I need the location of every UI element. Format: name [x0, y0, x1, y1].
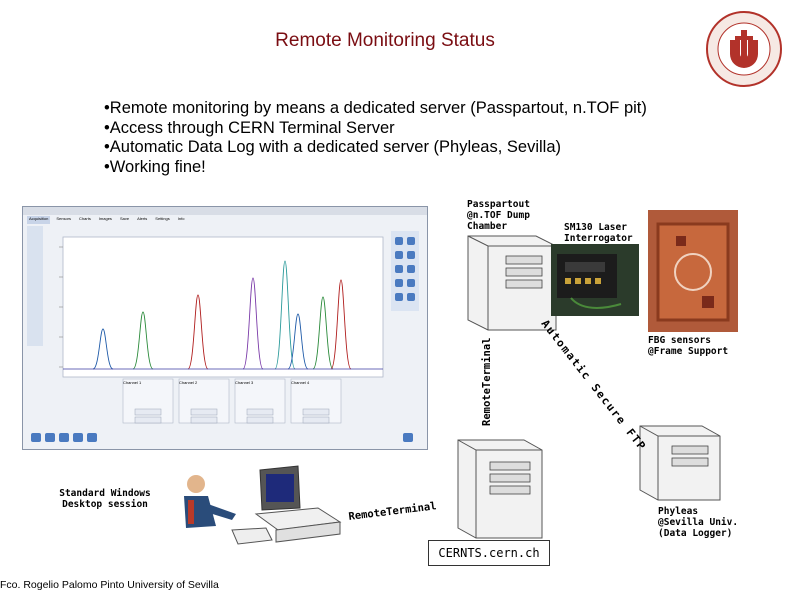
cernts-label-box: CERNTS.cern.ch [428, 540, 550, 566]
spectrum-peak [312, 296, 334, 370]
sm130-laser-photo [551, 244, 639, 316]
spectrum-plot-area [62, 236, 384, 378]
fbg-sensors-photo [648, 210, 738, 332]
bullet-item: •Working fine! [104, 157, 206, 176]
app-titlebar [23, 207, 427, 215]
phyleas-label: Phyleas @Sevilla Univ. (Data Logger) [658, 506, 739, 539]
phyleas-server-icon [639, 425, 721, 501]
passpartout-server-icon [467, 235, 557, 331]
fbg-frame-drawing [656, 222, 730, 322]
app-menu-item: Save [119, 216, 130, 221]
bullet-item: •Remote monitoring by means a dedicated … [104, 99, 647, 117]
spectrum-peak [132, 311, 154, 370]
desktop-session-label: Standard Windows Desktop session [59, 488, 151, 510]
laser-device-drawing [557, 254, 622, 309]
channel-titles: Channel 1 Channel 2 Channel 3 Channel 4 [123, 380, 347, 385]
footer-credit: Fco. Rogelio Palomo Pinto University of … [0, 579, 219, 591]
bullet-item: •Automatic Data Log with a dedicated ser… [104, 138, 561, 156]
spectrum-peak [187, 294, 209, 370]
laser-interrogator-label: SM130 Laser Interrogator [564, 222, 633, 244]
spectrum-peaks [63, 260, 383, 370]
spectrum-peak [287, 313, 309, 370]
app-menu-item: Charts [79, 216, 91, 221]
app-menu: Acquisition Sensors Charts Images Save Alerts… [27, 216, 423, 224]
app-menu-item: Sensors [56, 216, 72, 221]
bullet-item: •Access through CERN Terminal Server [104, 118, 395, 137]
app-left-toolbar [27, 226, 43, 346]
monitoring-app-screenshot: Acquisition Sensors Charts Images Save Alerts… [22, 206, 428, 450]
desktop-computer-icon [231, 465, 342, 545]
app-menu-item: Info [177, 216, 185, 221]
channel-title: Channel 2 [179, 380, 198, 385]
bullet-list: •Remote monitoring by means a dedicated … [104, 99, 647, 177]
university-logo [706, 11, 782, 87]
bottom-toolbar-buttons [31, 433, 413, 442]
channel-title: Channel 4 [291, 380, 310, 385]
fbg-sensors-label: FBG sensors @Frame Support [648, 335, 729, 357]
right-toolbar-buttons [395, 237, 415, 301]
app-menu-item: Settings [155, 216, 170, 221]
channel-title: Channel 1 [123, 380, 142, 385]
passpartout-label: Passpartout @n.TOF Dump Chamber [467, 199, 530, 232]
app-graphics [31, 236, 415, 442]
spectrum-peak [92, 328, 114, 370]
remote-terminal-vertical-label: RemoteTerminal [481, 337, 493, 426]
spectrum-peak [274, 260, 296, 370]
cernts-server-icon [457, 439, 543, 539]
spectrum-peak [242, 277, 264, 370]
channel-title: Channel 3 [235, 380, 254, 385]
channel-panels [122, 378, 342, 424]
y-tick-marks [59, 246, 63, 368]
person-icon [184, 475, 236, 528]
spectrum-peak [330, 279, 352, 370]
channel-buttons [134, 408, 330, 424]
slide-title: Remote Monitoring Status [275, 30, 495, 51]
app-menu-item: Alerts [137, 216, 148, 221]
app-menu-item: Acquisition [27, 216, 51, 224]
app-menu-item: Images [98, 216, 112, 221]
